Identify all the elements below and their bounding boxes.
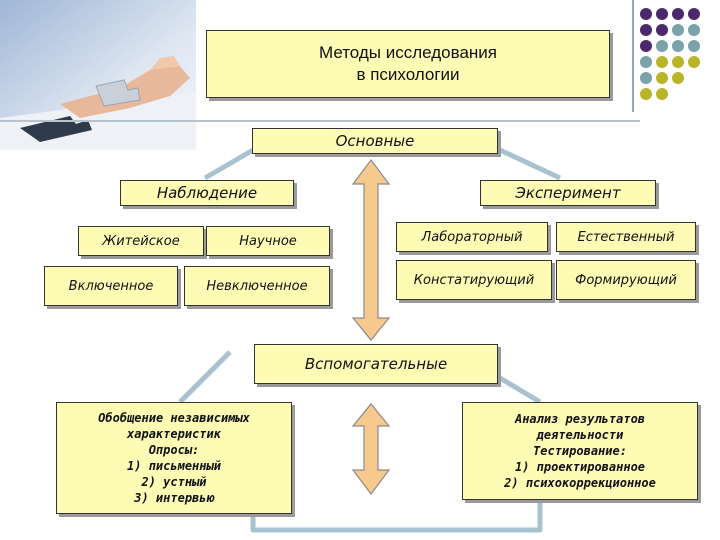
- decorative-dot: [672, 40, 684, 52]
- decorative-dot: [656, 88, 668, 100]
- everyday-box: Житейское: [78, 226, 204, 256]
- auxiliary-left-box: Обобщение независимых характеристик Опро…: [56, 402, 292, 514]
- experiment-label: Эксперимент: [515, 184, 621, 202]
- decorative-dot: [656, 56, 668, 68]
- decorative-dot: [640, 40, 652, 52]
- experiment-box: Эксперимент: [480, 180, 656, 206]
- decorative-dot: [640, 56, 652, 68]
- puzzle-hand-image: [0, 0, 196, 150]
- included-box: Включенное: [44, 266, 178, 306]
- laboratory-box: Лабораторный: [396, 222, 548, 252]
- included-label: Включенное: [68, 278, 154, 294]
- decorative-dot: [672, 8, 684, 20]
- main-methods-box: Основные: [252, 128, 498, 154]
- not-included-label: Невключенное: [206, 278, 308, 294]
- decorative-dot: [656, 40, 668, 52]
- forming-box: Формирующий: [556, 260, 696, 300]
- decorative-dot: [640, 24, 652, 36]
- decorative-dot: [656, 8, 668, 20]
- not-included-box: Невключенное: [184, 266, 330, 306]
- decorative-dot: [688, 40, 700, 52]
- ascertaining-box: Констатирующий: [396, 260, 552, 300]
- decorative-dot: [688, 8, 700, 20]
- title-box: Методы исследования в психологии: [206, 30, 610, 98]
- decorative-dot: [640, 8, 652, 20]
- scientific-label: Научное: [239, 233, 297, 249]
- decorative-horizontal-line: [0, 120, 640, 122]
- natural-box: Естественный: [556, 222, 696, 252]
- decorative-dot: [672, 24, 684, 36]
- decorative-dot: [672, 56, 684, 68]
- everyday-label: Житейское: [102, 233, 180, 249]
- decorative-dot: [688, 24, 700, 36]
- decorative-dot: [672, 72, 684, 84]
- decorative-dot: [688, 56, 700, 68]
- auxiliary-left-text: Обобщение независимых характеристик Опро…: [98, 411, 250, 505]
- decorative-dot: [656, 24, 668, 36]
- auxiliary-right-text: Анализ результатов деятельности Тестиров…: [504, 412, 656, 490]
- natural-label: Естественный: [577, 229, 675, 245]
- forming-label: Формирующий: [575, 272, 677, 288]
- observation-box: Наблюдение: [120, 180, 294, 206]
- decorative-dot-grid: [640, 8, 700, 100]
- auxiliary-methods-label: Вспомогательные: [304, 355, 448, 373]
- scientific-box: Научное: [206, 226, 330, 256]
- laboratory-label: Лабораторный: [421, 229, 523, 245]
- decorative-dot: [640, 88, 652, 100]
- auxiliary-methods-box: Вспомогательные: [254, 344, 498, 384]
- auxiliary-right-box: Анализ результатов деятельности Тестиров…: [462, 402, 698, 500]
- observation-label: Наблюдение: [156, 184, 258, 202]
- decorative-vertical-line: [632, 0, 634, 112]
- main-methods-label: Основные: [335, 132, 415, 150]
- ascertaining-label: Констатирующий: [413, 272, 535, 288]
- decorative-dot: [656, 72, 668, 84]
- title-text: Методы исследования в психологии: [318, 43, 498, 84]
- decorative-dot: [640, 72, 652, 84]
